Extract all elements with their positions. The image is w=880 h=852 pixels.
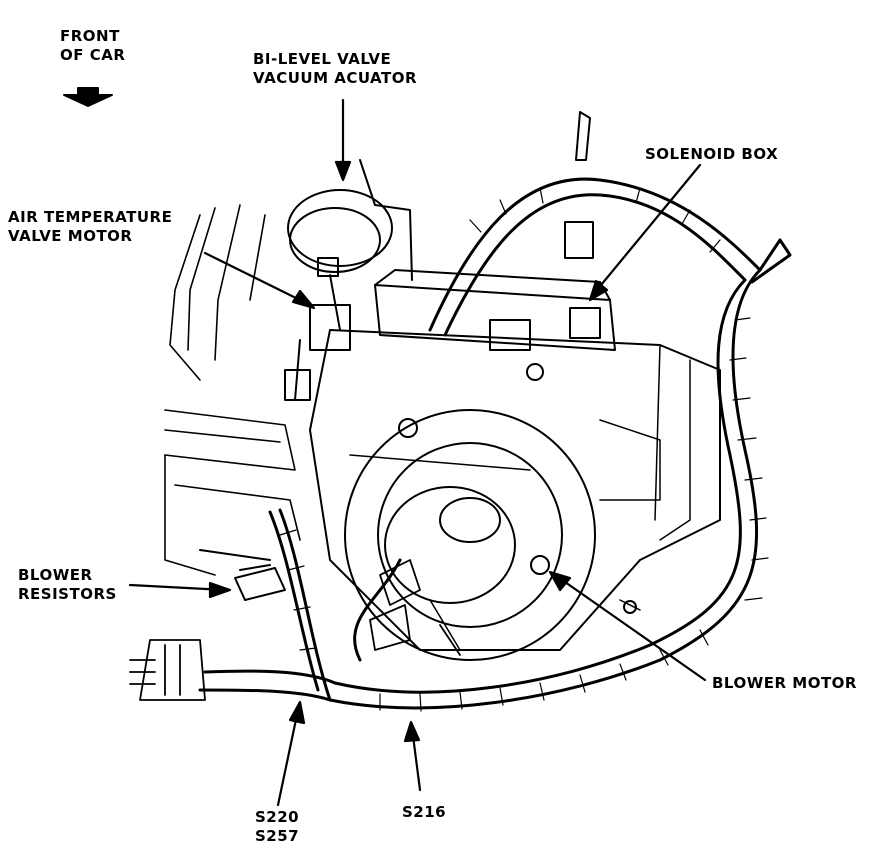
label-air-temp-line-1: AIR TEMPERATURE [8, 208, 173, 226]
label-bi-level-line-2: VACUUM ACUATOR [253, 69, 418, 87]
vacuum-actuator-shape [287, 159, 413, 331]
dashboard-panel [164, 204, 301, 576]
harness-tape-marks [279, 187, 769, 712]
label-splice-s216: S216 [402, 803, 446, 822]
label-s220: S220 [255, 808, 300, 826]
blower-motor-connector [369, 559, 461, 656]
label-bi-level-valve: BI-LEVEL VALVE VACUUM ACUATOR [253, 50, 417, 88]
label-air-temperature-valve-motor: AIR TEMPERATURE VALVE MOTOR [8, 208, 172, 246]
front-direction-arrow [63, 87, 113, 107]
blower-resistors-shape [199, 549, 286, 601]
label-front-line-1: FRONT [60, 27, 120, 45]
hvac-case [309, 329, 721, 651]
valve-motor-shape [284, 304, 351, 401]
label-resistors-line-2: RESISTORS [18, 585, 117, 603]
label-solenoid-line-1: SOLENOID BOX [645, 145, 779, 163]
callout-arrows [128, 98, 707, 807]
label-front-line-2: OF CAR [60, 46, 126, 64]
harness-connector-plug [129, 639, 206, 701]
label-blower-motor: BLOWER MOTOR [712, 674, 857, 693]
blower-housing [344, 363, 596, 661]
wiring-harness [198, 177, 792, 710]
label-s257: S257 [255, 827, 300, 845]
label-s216: S216 [402, 803, 447, 821]
label-resistors-line-1: BLOWER [18, 566, 93, 584]
label-splice-s220-s257: S220 S257 [255, 808, 299, 846]
label-blower-motor-line-1: BLOWER MOTOR [712, 674, 857, 692]
label-blower-resistors: BLOWER RESISTORS [18, 566, 117, 604]
label-bi-level-line-1: BI-LEVEL VALVE [253, 50, 392, 68]
label-solenoid-box: SOLENOID BOX [645, 145, 778, 164]
label-front-of-car: FRONT OF CAR [60, 27, 125, 65]
label-air-temp-line-2: VALVE MOTOR [8, 227, 133, 245]
